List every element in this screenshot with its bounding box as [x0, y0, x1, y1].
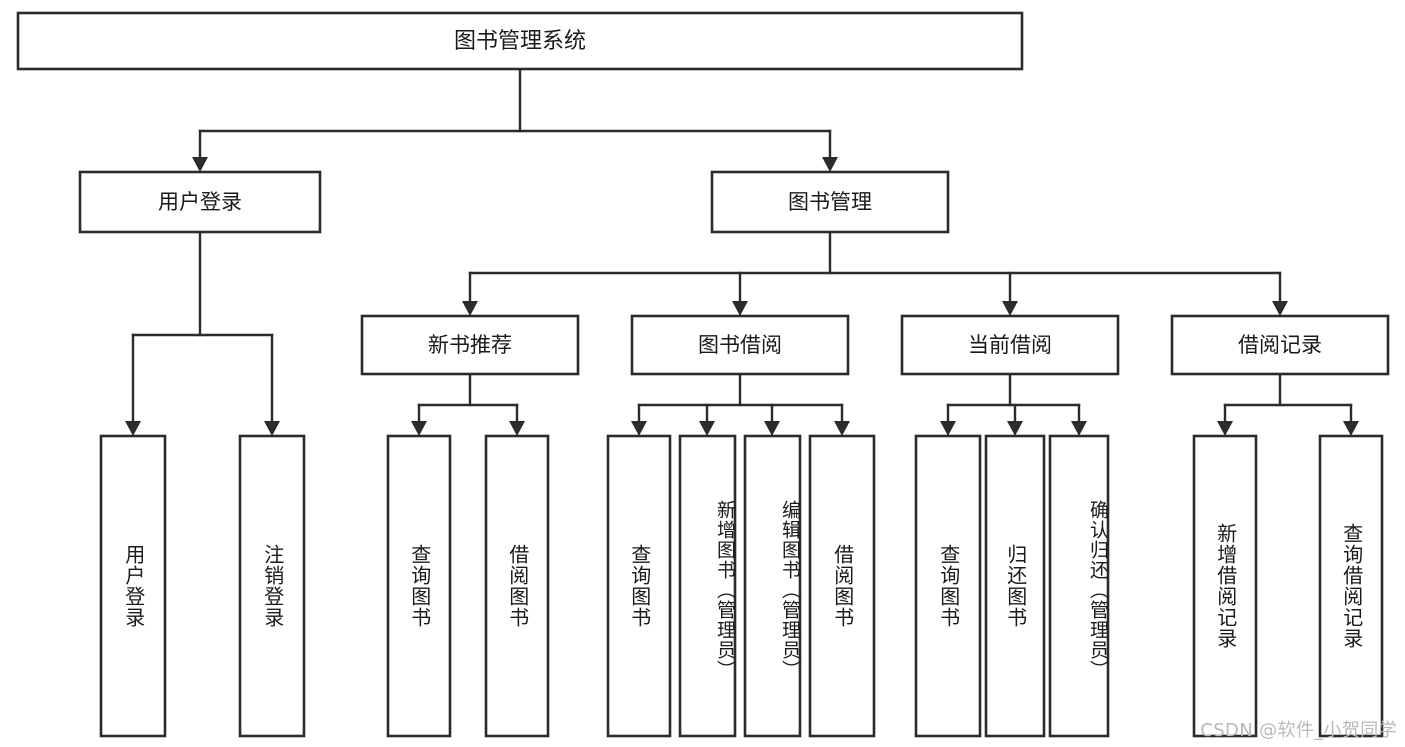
- book-borrow-branch-2-arrowhead: [764, 421, 780, 436]
- book-management-branch-3-arrowhead: [1272, 301, 1288, 316]
- new-book-recommend-branch-0-arrowhead: [411, 421, 427, 436]
- node-box-leaf-return-book[interactable]: [984, 434, 1046, 738]
- user-login-branch-1-arrowhead: [264, 421, 280, 436]
- node-label-book-borrow: 图书借阅: [698, 333, 782, 357]
- node-box-leaf-edit-book-admin[interactable]: [743, 434, 802, 738]
- node-box-book-borrow[interactable]: [630, 314, 850, 376]
- node-box-leaf-user-logout[interactable]: [238, 434, 306, 738]
- node-box-leaf-query-book-1[interactable]: [386, 434, 452, 738]
- new-book-recommend-branch-1-arrowhead: [509, 421, 525, 436]
- node-box-leaf-query-book-3[interactable]: [914, 434, 982, 738]
- user-login-branch-0-arrowhead: [125, 421, 141, 436]
- node-box-leaf-add-borrow-record[interactable]: [1192, 434, 1258, 738]
- current-borrow-branch-1-arrowhead: [1007, 421, 1023, 436]
- borrow-record-branch-0-arrowhead: [1217, 421, 1233, 436]
- node-box-new-book-recommend[interactable]: [360, 314, 580, 376]
- book-management-branch-0-arrowhead: [462, 301, 478, 316]
- node-box-layer: [16, 11, 1390, 738]
- watermark-text: CSDN @软件_小贺同学: [1200, 720, 1397, 741]
- node-box-leaf-query-book-2[interactable]: [606, 434, 672, 738]
- node-box-leaf-add-book-admin[interactable]: [678, 434, 737, 738]
- node-box-leaf-borrow-book-1[interactable]: [484, 434, 550, 738]
- node-label-user-login: 用户登录: [158, 190, 242, 214]
- current-borrow-branch-2-arrowhead: [1071, 421, 1087, 436]
- book-management-branch-2-arrowhead: [1002, 301, 1018, 316]
- node-box-book-management[interactable]: [710, 170, 950, 234]
- book-borrow-branch-1-arrowhead: [699, 421, 715, 436]
- root-branch-0-arrowhead: [192, 157, 208, 172]
- node-box-current-borrow[interactable]: [900, 314, 1120, 376]
- node-box-leaf-user-login[interactable]: [99, 434, 167, 738]
- node-box-user-login[interactable]: [78, 170, 322, 234]
- node-box-leaf-borrow-book-2[interactable]: [808, 434, 876, 738]
- node-label-current-borrow: 当前借阅: [968, 333, 1052, 357]
- connector-layer: [125, 67, 1359, 436]
- root-branch-1-arrowhead: [822, 157, 838, 172]
- node-box-leaf-query-borrow-record[interactable]: [1318, 434, 1384, 738]
- node-label-book-management: 图书管理: [788, 190, 872, 214]
- node-box-borrow-record[interactable]: [1170, 314, 1390, 376]
- current-borrow-branch-0-arrowhead: [940, 421, 956, 436]
- node-box-root[interactable]: [16, 11, 1024, 71]
- node-label-new-book-recommend: 新书推荐: [428, 333, 512, 357]
- node-label-borrow-record: 借阅记录: [1238, 333, 1322, 357]
- node-box-leaf-confirm-return-admin[interactable]: [1048, 434, 1110, 738]
- node-label-root: 图书管理系统: [454, 29, 586, 54]
- borrow-record-branch-1-arrowhead: [1343, 421, 1359, 436]
- book-borrow-branch-0-arrowhead: [631, 421, 647, 436]
- book-borrow-branch-3-arrowhead: [834, 421, 850, 436]
- book-management-branch-1-arrowhead: [732, 301, 748, 316]
